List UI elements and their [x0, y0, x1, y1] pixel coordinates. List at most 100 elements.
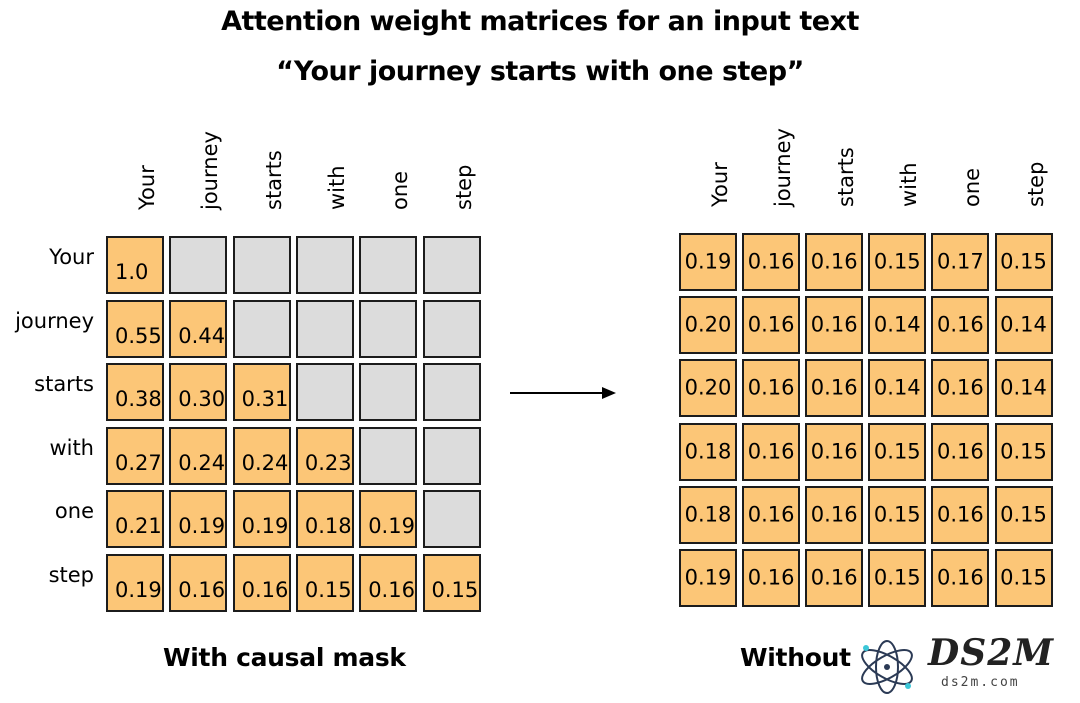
- weight-cell: 0.16: [805, 549, 864, 607]
- weight-value: 0.21: [115, 514, 162, 538]
- masked-cell: [295, 299, 354, 358]
- weight-cell: 0.15: [422, 553, 481, 612]
- weight-cell: 0.27: [106, 426, 164, 485]
- masked-cell: [422, 363, 481, 421]
- weight-value: 0.16: [810, 312, 858, 337]
- masked-cell: [422, 490, 481, 548]
- row-label-0: Your: [49, 245, 94, 269]
- weight-cell: 0.16: [931, 296, 990, 355]
- weight-value: 0.23: [304, 450, 352, 475]
- weight-value: 0.19: [241, 514, 289, 538]
- column-label-4: one: [373, 142, 412, 222]
- weight-cell: 0.38: [106, 363, 164, 421]
- column-label-4: one: [945, 139, 984, 219]
- weight-cell: 0.20: [679, 359, 737, 418]
- weight-value: 0.19: [178, 514, 226, 538]
- weight-value: 0.38: [115, 387, 162, 411]
- weight-value: 0.16: [810, 502, 858, 527]
- weight-cell: 0.15: [994, 233, 1053, 291]
- column-label-0: Your: [693, 139, 732, 219]
- weight-cell: 0.19: [359, 490, 418, 548]
- masked-cell: [295, 363, 354, 421]
- column-label-3: with: [310, 142, 349, 222]
- weight-cell: 0.24: [232, 426, 291, 485]
- weight-cell: 0.19: [679, 233, 737, 291]
- weight-value: 0.15: [1000, 565, 1047, 590]
- weight-cell: 0.16: [359, 553, 418, 612]
- weight-value: 0.30: [178, 387, 226, 411]
- weight-value: 0.15: [873, 565, 921, 590]
- masked-cell: [422, 236, 481, 294]
- weight-value: 0.16: [747, 565, 795, 590]
- column-label-3: with: [882, 139, 921, 219]
- arrow-icon: [510, 387, 616, 399]
- weight-value: 0.15: [1000, 249, 1047, 274]
- weight-value: 0.16: [178, 577, 226, 602]
- atom-logo-icon: [861, 640, 913, 694]
- weight-cell: 0.19: [679, 549, 737, 607]
- weight-cell: 0.30: [169, 363, 228, 421]
- masked-cell: [359, 426, 418, 485]
- masked-cell: [422, 426, 481, 485]
- weight-cell: 0.31: [232, 363, 291, 421]
- weight-value: 0.15: [1000, 439, 1047, 464]
- weight-cell: 0.16: [805, 485, 864, 544]
- masked-cell: [359, 363, 418, 421]
- column-label-0: Your: [120, 142, 159, 222]
- weight-value: 0.44: [178, 323, 226, 348]
- weight-cell: 0.14: [994, 296, 1053, 355]
- weight-value: 0.17: [937, 249, 984, 274]
- weight-cell: 0.16: [805, 359, 864, 418]
- column-label-1: journey: [756, 128, 795, 219]
- weight-cell: 0.16: [742, 359, 801, 418]
- weight-cell: 0.16: [742, 549, 801, 607]
- weight-value: 0.18: [684, 439, 732, 464]
- column-label-5: step: [437, 142, 476, 222]
- masked-cell: [232, 299, 291, 358]
- weight-cell: 0.44: [169, 299, 228, 358]
- row-label-4: one: [54, 499, 94, 523]
- weight-value: 0.16: [747, 502, 795, 527]
- right-matrix-caption: Without: [740, 643, 851, 672]
- weight-cell: 0.18: [295, 490, 354, 548]
- weight-value: 0.14: [873, 375, 921, 400]
- weight-cell: 0.18: [679, 422, 737, 481]
- weight-cell: 0.16: [931, 422, 990, 481]
- watermark-name: DS2M: [924, 632, 1059, 674]
- masked-cell: [295, 236, 354, 294]
- weight-value: 0.16: [241, 577, 289, 602]
- column-label-text: journey: [771, 128, 796, 207]
- weight-cell: 0.15: [868, 485, 927, 544]
- weight-cell: 0.15: [994, 485, 1053, 544]
- column-label-text: step: [1023, 161, 1048, 207]
- weight-cell: 0.15: [994, 549, 1053, 607]
- row-label-3: with: [49, 435, 94, 460]
- column-label-text: starts: [261, 150, 286, 210]
- weight-value: 0.14: [1000, 312, 1047, 337]
- weight-cell: 0.16: [931, 485, 990, 544]
- weight-value: 0.16: [747, 249, 795, 274]
- weight-value: 0.16: [747, 312, 795, 337]
- weight-cell: 0.16: [931, 549, 990, 607]
- weight-cell: 0.14: [868, 296, 927, 355]
- weight-value: 0.18: [684, 502, 732, 527]
- weight-value: 0.16: [747, 375, 795, 400]
- weight-value: 0.16: [937, 312, 984, 337]
- weight-value: 0.20: [684, 312, 732, 337]
- weight-cell: 0.19: [169, 490, 228, 548]
- masked-cell: [232, 236, 291, 294]
- weight-cell: 0.21: [106, 490, 164, 548]
- weight-cell: 0.15: [295, 553, 354, 612]
- weight-cell: 0.23: [295, 426, 354, 485]
- weight-value: 0.14: [873, 312, 921, 337]
- weight-cell: 0.19: [106, 553, 164, 612]
- masked-cell: [359, 299, 418, 358]
- column-label-text: Your: [708, 162, 732, 207]
- weight-value: 0.15: [873, 502, 921, 527]
- weight-value: 0.14: [1000, 375, 1047, 400]
- column-label-text: step: [451, 164, 476, 210]
- diagram-title: Attention weight matrices for an input t…: [221, 6, 859, 37]
- weight-value: 0.16: [810, 375, 858, 400]
- weight-value: 0.55: [115, 323, 162, 348]
- weight-cell: 0.15: [868, 549, 927, 607]
